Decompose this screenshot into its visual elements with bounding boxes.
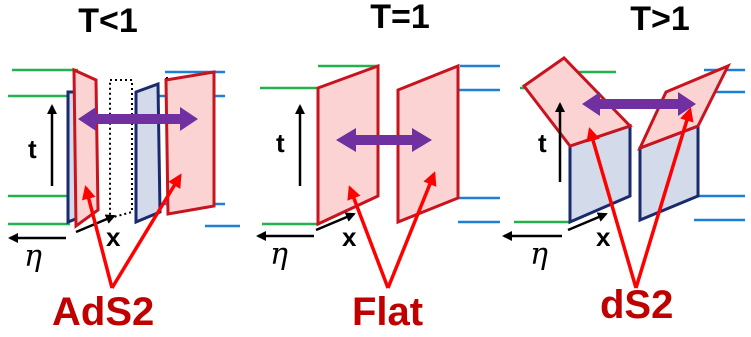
t-axis-label: t bbox=[276, 128, 285, 158]
sheet-label: AdS2 bbox=[52, 290, 154, 334]
dotted-sheet bbox=[109, 79, 133, 220]
pointer-arrow-right bbox=[386, 171, 437, 289]
x-axis-arrow bbox=[315, 212, 356, 232]
purple-double-arrow bbox=[582, 92, 696, 116]
panel-t-less-1: T<1 t η bbox=[8, 2, 240, 334]
pointer-arrow-left bbox=[347, 185, 390, 289]
x-axis-label: x bbox=[106, 222, 121, 252]
panel-t-equal-1: T=1 t η x Flat bbox=[256, 0, 500, 334]
block-right bbox=[134, 81, 162, 225]
sheet-left bbox=[72, 67, 100, 229]
x-axis-label: x bbox=[596, 222, 611, 252]
purple-double-arrow bbox=[336, 128, 432, 152]
eta-axis-label: η bbox=[530, 237, 548, 272]
pointer-arrow-right bbox=[634, 107, 694, 289]
eta-axis-label: η bbox=[270, 237, 288, 272]
x-axis-label: x bbox=[342, 222, 357, 252]
panel-title: T<1 bbox=[78, 2, 138, 40]
t-axis-label: t bbox=[28, 134, 37, 164]
sheet-left bbox=[521, 56, 633, 148]
eta-axis-label: η bbox=[24, 239, 42, 274]
panel-title: T>1 bbox=[630, 0, 690, 38]
sheet-right bbox=[396, 63, 460, 225]
pointer-arrow-left bbox=[586, 127, 638, 289]
sheet-label: Flat bbox=[352, 290, 423, 334]
x-axis-arrow bbox=[567, 212, 608, 232]
sheet-right bbox=[164, 70, 216, 216]
t-axis-label: t bbox=[538, 128, 547, 158]
pointer-arrow-left bbox=[81, 185, 114, 289]
purple-double-arrow bbox=[78, 107, 198, 131]
panel-t-greater-1: T>1 t η x dS2 bbox=[502, 0, 745, 327]
sheet-label: dS2 bbox=[600, 283, 673, 327]
panel-title: T=1 bbox=[370, 0, 430, 36]
pointer-arrow-right bbox=[110, 173, 182, 289]
